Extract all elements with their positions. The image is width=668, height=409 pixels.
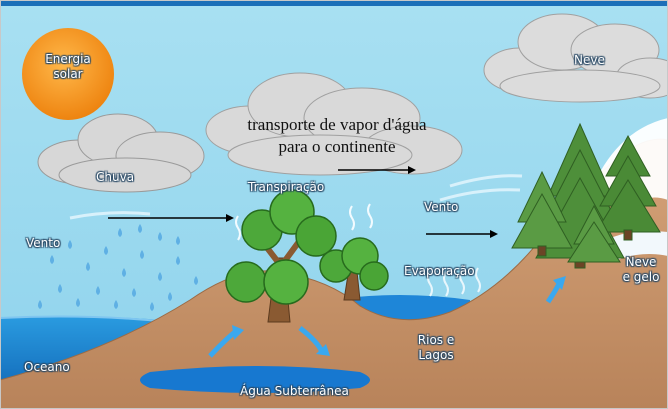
- label-agua-subterranea: Água Subterrânea: [240, 384, 349, 398]
- flow-arrowhead-right: [316, 344, 330, 356]
- snowmelt-arrowhead: [553, 276, 566, 290]
- wind-arrow-left: [108, 214, 234, 222]
- label-transport-line1: transporte de vapor d'água: [247, 115, 427, 134]
- label-vento-left: Vento: [26, 236, 61, 250]
- label-transpiracao: Transpiração: [248, 180, 325, 194]
- top-border: [0, 0, 668, 6]
- transport-arrow: [338, 166, 416, 174]
- label-neve: Neve: [574, 53, 605, 67]
- label-transport: transporte de vapor d'água para o contin…: [222, 114, 452, 158]
- label-rios-e-lagos-line1: Rios e: [417, 333, 455, 347]
- label-rios-e-lagos: Rios e Lagos: [414, 333, 458, 363]
- snow-cloud-icon: [483, 13, 668, 103]
- label-rios-e-lagos-line2: Lagos: [418, 348, 454, 362]
- label-transport-line2: para o continente: [278, 137, 396, 157]
- label-energia-solar: Energia solar: [45, 52, 91, 81]
- rain-cloud-icon: [37, 113, 205, 193]
- label-oceano: Oceano: [24, 360, 70, 374]
- tree-icon-large: [225, 189, 337, 323]
- label-evaporacao: Evaporação: [404, 264, 475, 278]
- label-vento-right: Vento: [424, 200, 459, 214]
- tree-icon-small: [319, 237, 389, 301]
- wind-streaks: [69, 174, 523, 220]
- label-neve-e-gelo: Neve e gelo: [618, 255, 664, 285]
- groundwater: [140, 366, 370, 393]
- center-cloud-icon: [205, 72, 463, 176]
- evaporation-wisps: [427, 267, 481, 297]
- label-neve-e-gelo-line2: e gelo: [622, 270, 660, 284]
- sun-icon: [22, 28, 114, 120]
- wind-arrow-right: [426, 230, 498, 238]
- label-neve-e-gelo-line1: Neve: [625, 255, 657, 269]
- flow-arrowhead-left: [232, 325, 244, 340]
- label-chuva: Chuva: [96, 170, 135, 184]
- pine-trees: [511, 122, 661, 269]
